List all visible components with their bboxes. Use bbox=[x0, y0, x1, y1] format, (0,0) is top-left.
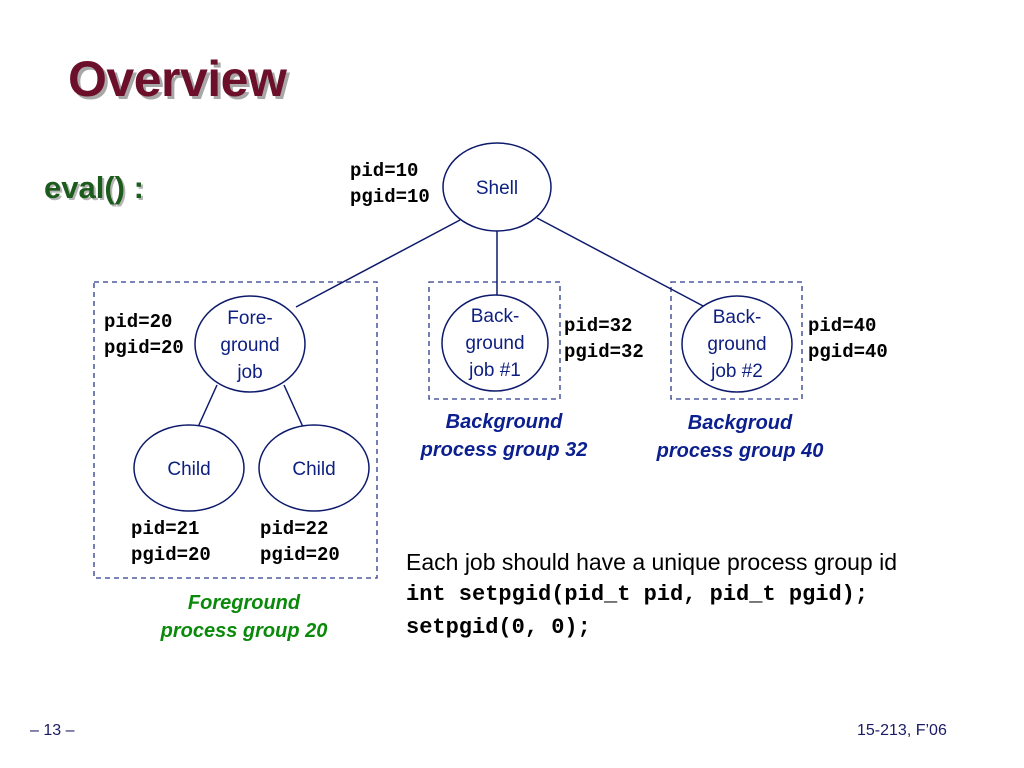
background-job-2-label-line: Back- bbox=[712, 307, 762, 328]
background-job-1-label-line: job #1 bbox=[469, 360, 521, 381]
foreground-job-pid: pid=20 bbox=[104, 311, 173, 333]
background-job-2-pgid: pgid=40 bbox=[808, 341, 888, 363]
background-job-2-label-line: job #2 bbox=[711, 361, 763, 382]
foreground-job-pgid: pgid=20 bbox=[104, 337, 184, 359]
child-2-pgid: pgid=20 bbox=[260, 544, 340, 566]
section-subtitle: eval() : bbox=[44, 170, 144, 205]
child-1-ids: pid=21 pgid=20 bbox=[131, 516, 211, 568]
slide-number: – 13 – bbox=[30, 722, 75, 739]
foreground-job-label-line: job bbox=[237, 362, 263, 383]
code-line: int setpgid(pid_t pid, pid_t pgid); bbox=[406, 582, 869, 607]
edge-foreground-child-2 bbox=[283, 384, 304, 428]
caption-line: process group 32 bbox=[420, 439, 588, 461]
edge-shell-background-2 bbox=[536, 217, 706, 308]
background-job-1-node bbox=[441, 294, 549, 392]
background-group-40-caption: Backgroud process group 40 bbox=[640, 409, 840, 465]
child-1-pid: pid=21 bbox=[131, 518, 200, 540]
foreground-job-label: Fore- ground job bbox=[200, 305, 300, 386]
background-job-1-ids: pid=32 pgid=32 bbox=[564, 313, 644, 365]
setpgid-note: Each job should have a unique process gr… bbox=[406, 546, 897, 644]
course-label: 15-213, F’06 bbox=[857, 722, 947, 739]
page-title: Overview bbox=[68, 51, 287, 107]
foreground-job-label-line: ground bbox=[220, 335, 280, 356]
background-job-1-label-line: ground bbox=[465, 333, 525, 354]
code-line: setpgid(0, 0); bbox=[406, 615, 591, 640]
shell-label: Shell bbox=[447, 175, 547, 202]
shell-pid: pid=10 bbox=[350, 160, 419, 182]
shell-label-text: Shell bbox=[475, 178, 519, 199]
background-job-2-ids: pid=40 pgid=40 bbox=[808, 313, 888, 365]
background-group-32-caption: Background process group 32 bbox=[404, 408, 604, 464]
shell-pgid: pgid=10 bbox=[350, 186, 430, 208]
background-job-1-label: Back- ground job #1 bbox=[445, 303, 545, 384]
edge-foreground-child-1 bbox=[197, 384, 218, 428]
note-text: Each job should have a unique process gr… bbox=[406, 549, 898, 575]
background-group-40-box bbox=[670, 281, 803, 400]
caption-line: Background bbox=[445, 411, 563, 433]
caption-line: process group 40 bbox=[656, 440, 824, 462]
background-job-2-pid: pid=40 bbox=[808, 315, 877, 337]
background-job-1-label-line: Back- bbox=[470, 306, 520, 327]
child-node-1 bbox=[133, 424, 245, 512]
background-job-2-label-line: ground bbox=[707, 334, 767, 355]
background-job-2-label: Back- ground job #2 bbox=[687, 304, 787, 385]
shell-node bbox=[442, 142, 552, 232]
caption-line: Backgroud bbox=[687, 412, 793, 434]
foreground-job-label-line: Fore- bbox=[227, 308, 273, 329]
child-2-label: Child bbox=[264, 456, 364, 483]
background-group-32-box bbox=[428, 281, 561, 400]
caption-line: process group 20 bbox=[160, 620, 328, 642]
background-job-2-node bbox=[681, 295, 793, 393]
child-2-pid: pid=22 bbox=[260, 518, 329, 540]
child-1-label: Child bbox=[139, 456, 239, 483]
child-node-2 bbox=[258, 424, 370, 512]
background-job-1-pgid: pgid=32 bbox=[564, 341, 644, 363]
child-2-ids: pid=22 pgid=20 bbox=[260, 516, 340, 568]
child-1-pgid: pgid=20 bbox=[131, 544, 211, 566]
background-job-1-pid: pid=32 bbox=[564, 315, 633, 337]
child-1-label-text: Child bbox=[167, 459, 211, 480]
foreground-job-node bbox=[194, 295, 306, 393]
foreground-group-caption: Foreground process group 20 bbox=[144, 589, 344, 645]
foreground-group-box bbox=[93, 281, 378, 579]
foreground-job-ids: pid=20 pgid=20 bbox=[104, 309, 184, 361]
edge-shell-foreground bbox=[295, 219, 461, 308]
caption-line: Foreground bbox=[187, 592, 301, 614]
shell-ids: pid=10 pgid=10 bbox=[350, 158, 430, 210]
child-2-label-text: Child bbox=[292, 459, 336, 480]
